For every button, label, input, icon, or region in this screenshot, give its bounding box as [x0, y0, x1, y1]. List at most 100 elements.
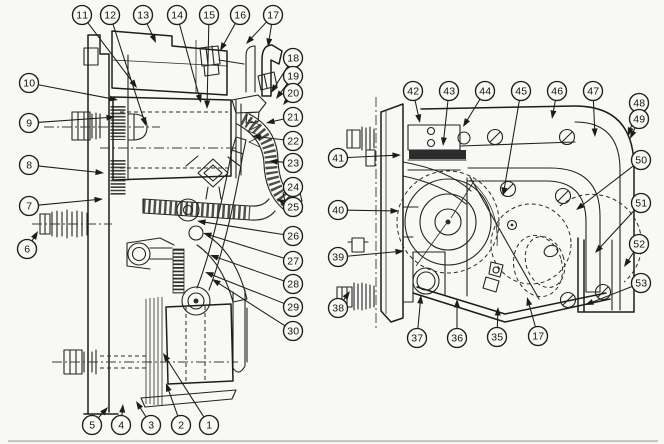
callout-38: 38 — [327, 291, 350, 319]
callout-22: 22 — [252, 130, 304, 152]
leader-arrowhead-36 — [454, 299, 460, 308]
callout-number-20: 20 — [287, 88, 299, 100]
callout-balloon-7 — [18, 195, 40, 217]
leader-line-51 — [599, 210, 635, 249]
leader-line-9 — [38, 116, 109, 123]
callout-number-8: 8 — [26, 160, 32, 172]
leader-line-37 — [417, 301, 421, 329]
callout-number-4: 4 — [118, 420, 124, 432]
callout-number-3: 3 — [148, 420, 154, 432]
callout-balloon-17 — [527, 325, 549, 347]
callout-balloon-39 — [327, 246, 349, 268]
leader-arrowhead-16 — [220, 42, 227, 51]
leader-arrowhead-40 — [390, 207, 399, 214]
callout-29: 29 — [205, 272, 304, 318]
leader-arrowhead-50 — [576, 202, 585, 210]
callout-16: 16 — [220, 4, 251, 51]
callout-number-5: 5 — [89, 420, 95, 432]
leader-arrowhead-23 — [269, 158, 278, 165]
callout-26: 26 — [197, 219, 304, 247]
callout-balloon-47 — [582, 80, 604, 102]
leader-arrowhead-14 — [195, 94, 202, 103]
leader-line-42 — [414, 100, 420, 117]
callout-28: 28 — [210, 254, 304, 295]
leader-arrowhead-29 — [205, 272, 215, 278]
leader-line-26 — [203, 221, 284, 235]
callout-number-6: 6 — [24, 244, 30, 256]
leader-line-16 — [222, 23, 236, 46]
callout-2: 2 — [166, 383, 192, 436]
leader-line-1 — [166, 358, 205, 417]
leader-line-40 — [347, 209, 393, 212]
callout-balloon-52 — [628, 233, 650, 255]
callout-number-52: 52 — [633, 239, 645, 251]
callout-number-47: 47 — [587, 86, 599, 98]
callout-balloon-14 — [166, 4, 188, 26]
callout-number-45: 45 — [515, 86, 527, 98]
callout-20: 20 — [282, 82, 304, 105]
leader-line-13 — [146, 23, 154, 37]
callout-5: 5 — [81, 407, 108, 436]
left-assembly-drawing — [32, 30, 303, 415]
leader-line-53 — [591, 286, 632, 303]
callout-6: 6 — [16, 231, 38, 260]
leader-arrowhead-45 — [501, 187, 508, 196]
leader-line-50 — [581, 165, 634, 207]
callout-balloon-28 — [282, 273, 304, 295]
leader-arrowhead-53 — [585, 299, 595, 305]
leader-line-21 — [272, 118, 284, 122]
callout-number-35: 35 — [491, 332, 503, 344]
leader-arrowhead-7 — [94, 196, 103, 203]
callout-36: 36 — [446, 299, 468, 349]
callout-balloon-40 — [327, 199, 349, 221]
leader-arrowhead-21 — [266, 118, 275, 125]
callout-number-53: 53 — [635, 278, 647, 290]
scan-artifact-line — [8, 440, 658, 443]
callout-17: 17 — [526, 297, 549, 347]
callout-53: 53 — [585, 272, 652, 305]
callout-balloon-37 — [406, 327, 428, 349]
callout-number-13: 13 — [137, 10, 149, 22]
leader-arrowhead-5 — [100, 407, 108, 416]
callout-number-10: 10 — [23, 78, 35, 90]
callout-47: 47 — [582, 80, 604, 137]
leader-arrowhead-44 — [463, 118, 470, 127]
callout-number-25: 25 — [287, 202, 299, 214]
callout-balloon-6 — [16, 238, 38, 260]
leader-arrowhead-15 — [204, 100, 211, 109]
callout-24: 24 — [282, 176, 304, 198]
slotted-screws — [486, 128, 612, 309]
callout-number-51: 51 — [635, 198, 647, 210]
leader-line-2 — [167, 389, 179, 416]
leader-arrowhead-39 — [395, 248, 404, 255]
callout-21: 21 — [266, 106, 304, 128]
callout-balloon-3 — [140, 414, 162, 436]
callout-number-23: 23 — [287, 158, 299, 170]
callout-balloon-29 — [282, 296, 304, 318]
callout-number-42: 42 — [407, 86, 419, 98]
callout-balloon-11 — [71, 4, 93, 26]
callout-balloon-30 — [282, 320, 304, 342]
callout-balloon-23 — [282, 152, 304, 174]
callout-number-21: 21 — [287, 112, 299, 124]
leader-line-15 — [206, 24, 210, 103]
leader-line-17-b — [268, 24, 272, 41]
leader-line-46 — [552, 100, 556, 113]
callout-number-1: 1 — [206, 420, 212, 432]
callout-balloon-21 — [282, 106, 304, 128]
callout-40: 40 — [327, 199, 399, 221]
callout-balloon-50 — [630, 149, 652, 171]
callout-50: 50 — [576, 149, 652, 210]
callout-8: 8 — [18, 154, 104, 176]
callout-balloon-5 — [81, 414, 103, 436]
leader-line-7 — [38, 199, 97, 206]
leader-arrowhead-52 — [624, 258, 632, 267]
callout-number-15: 15 — [203, 10, 215, 22]
callout-42: 42 — [402, 80, 424, 123]
leader-arrowhead-49 — [630, 130, 637, 139]
callout-balloon-35 — [486, 326, 508, 348]
callout-balloon-44 — [474, 80, 496, 102]
